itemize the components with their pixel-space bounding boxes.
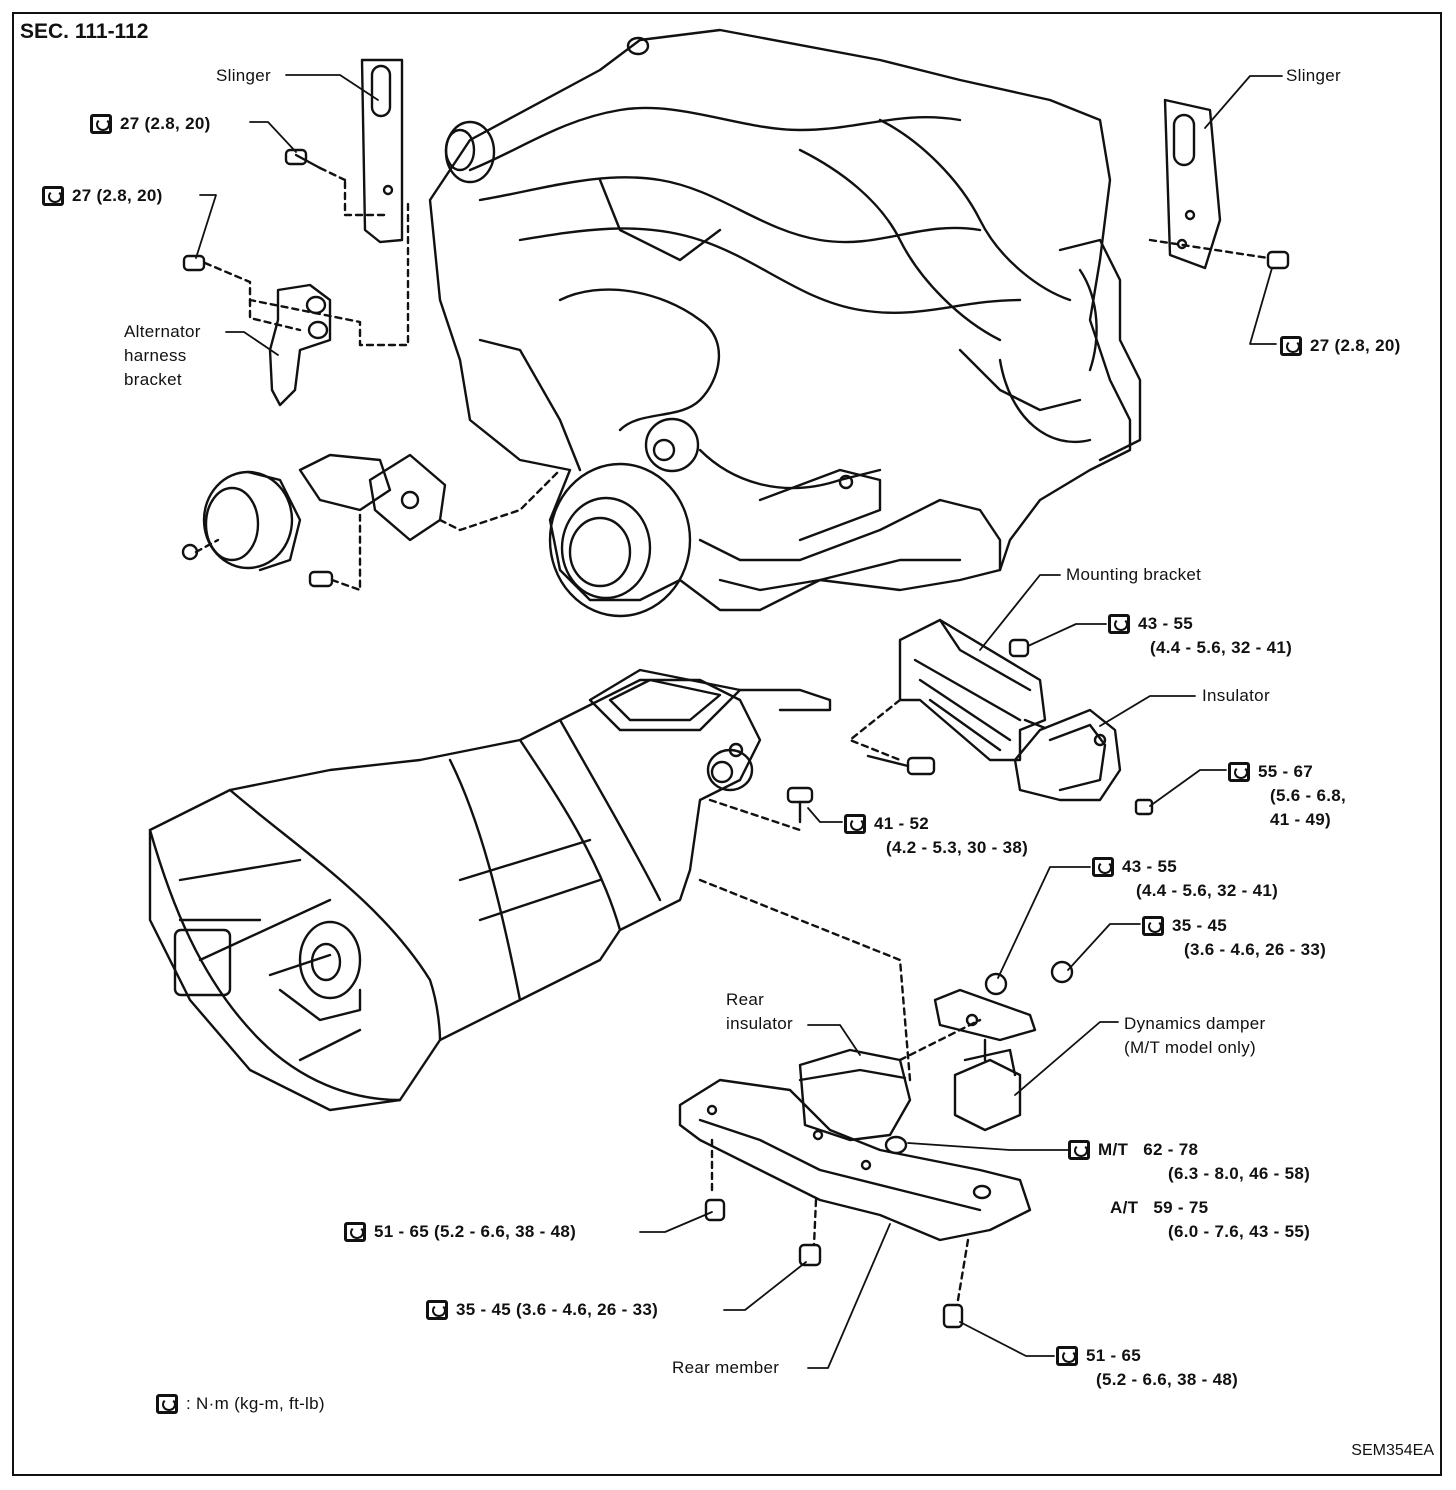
torque-wrench-icon (844, 814, 866, 834)
transmission-drawing (148, 668, 912, 1112)
torque-wrench-icon (1280, 336, 1302, 356)
torque-spec-6: 41 - 52 (4.2 - 5.3, 30 - 38) (844, 812, 1028, 860)
torque-wrench-icon (1228, 762, 1250, 782)
torque-wrench-icon (156, 1394, 178, 1414)
rear-member-drawing (678, 1078, 1032, 1329)
label-alternator-bracket: Alternator harness bracket (124, 322, 201, 389)
label-rear-insulator: Rear insulator (726, 990, 793, 1033)
torque-wrench-icon (1108, 614, 1130, 634)
torque-spec-1: 27 (2.8, 20) (90, 112, 211, 136)
label-dynamics-damper: Dynamics damper (M/T model only) (1124, 1014, 1266, 1057)
left-mount-drawing (181, 453, 562, 592)
torque-spec-5: 55 - 67 (5.6 - 6.8, 41 - 49) (1228, 760, 1346, 832)
alternator-bracket-drawing (182, 198, 410, 407)
torque-wrench-icon (1142, 916, 1164, 936)
right-slinger-drawing (1148, 98, 1290, 270)
left-slinger-drawing (284, 58, 404, 244)
torque-wrench-icon (1056, 1346, 1078, 1366)
torque-wrench-icon (344, 1222, 366, 1242)
dynamics-damper-drawing (933, 960, 1074, 1132)
torque-spec-8: 35 - 45 (3.6 - 4.6, 26 - 33) (1142, 914, 1326, 962)
leader-lines (195, 74, 1283, 1369)
engine-drawing (428, 28, 1142, 618)
figure-frame (12, 12, 1442, 1476)
insulator-drawing (1013, 708, 1154, 816)
torque-wrench-icon (42, 186, 64, 206)
torque-wrench-icon (1068, 1140, 1090, 1160)
torque-wrench-icon (1092, 857, 1114, 877)
label-slinger-right: Slinger (1286, 66, 1342, 85)
torque-spec-10: 51 - 65 (5.2 - 6.6, 38 - 48) (344, 1220, 576, 1244)
torque-spec-9: M/T 62 - 78 (6.3 - 8.0, 46 - 58) A/T 59 … (1068, 1138, 1310, 1244)
section-number: SEC. 111-112 (20, 20, 149, 43)
rear-insulator-drawing (798, 1018, 982, 1155)
torque-spec-7: 43 - 55 (4.4 - 5.6, 32 - 41) (1092, 855, 1278, 903)
figure-code: SEM354EA (1351, 1442, 1434, 1459)
torque-spec-12: 51 - 65 (5.2 - 6.6, 38 - 48) (1056, 1344, 1238, 1392)
unit-legend: : N·m (kg-m, ft-lb) (156, 1392, 325, 1416)
label-rear-member: Rear member (672, 1358, 780, 1377)
label-slinger-left: Slinger (216, 66, 272, 85)
small-bolt-drawing (786, 786, 814, 824)
label-insulator: Insulator (1202, 686, 1270, 705)
torque-wrench-icon (90, 114, 112, 134)
torque-spec-3: 27 (2.8, 20) (1280, 334, 1401, 358)
mounting-bracket-drawing (848, 618, 1047, 776)
torque-spec-4: 43 - 55 (4.4 - 5.6, 32 - 41) (1108, 612, 1292, 660)
torque-wrench-icon (426, 1300, 448, 1320)
torque-spec-2: 27 (2.8, 20) (42, 184, 163, 208)
label-mounting-bracket: Mounting bracket (1066, 565, 1202, 584)
torque-spec-11: 35 - 45 (3.6 - 4.6, 26 - 33) (426, 1298, 658, 1322)
